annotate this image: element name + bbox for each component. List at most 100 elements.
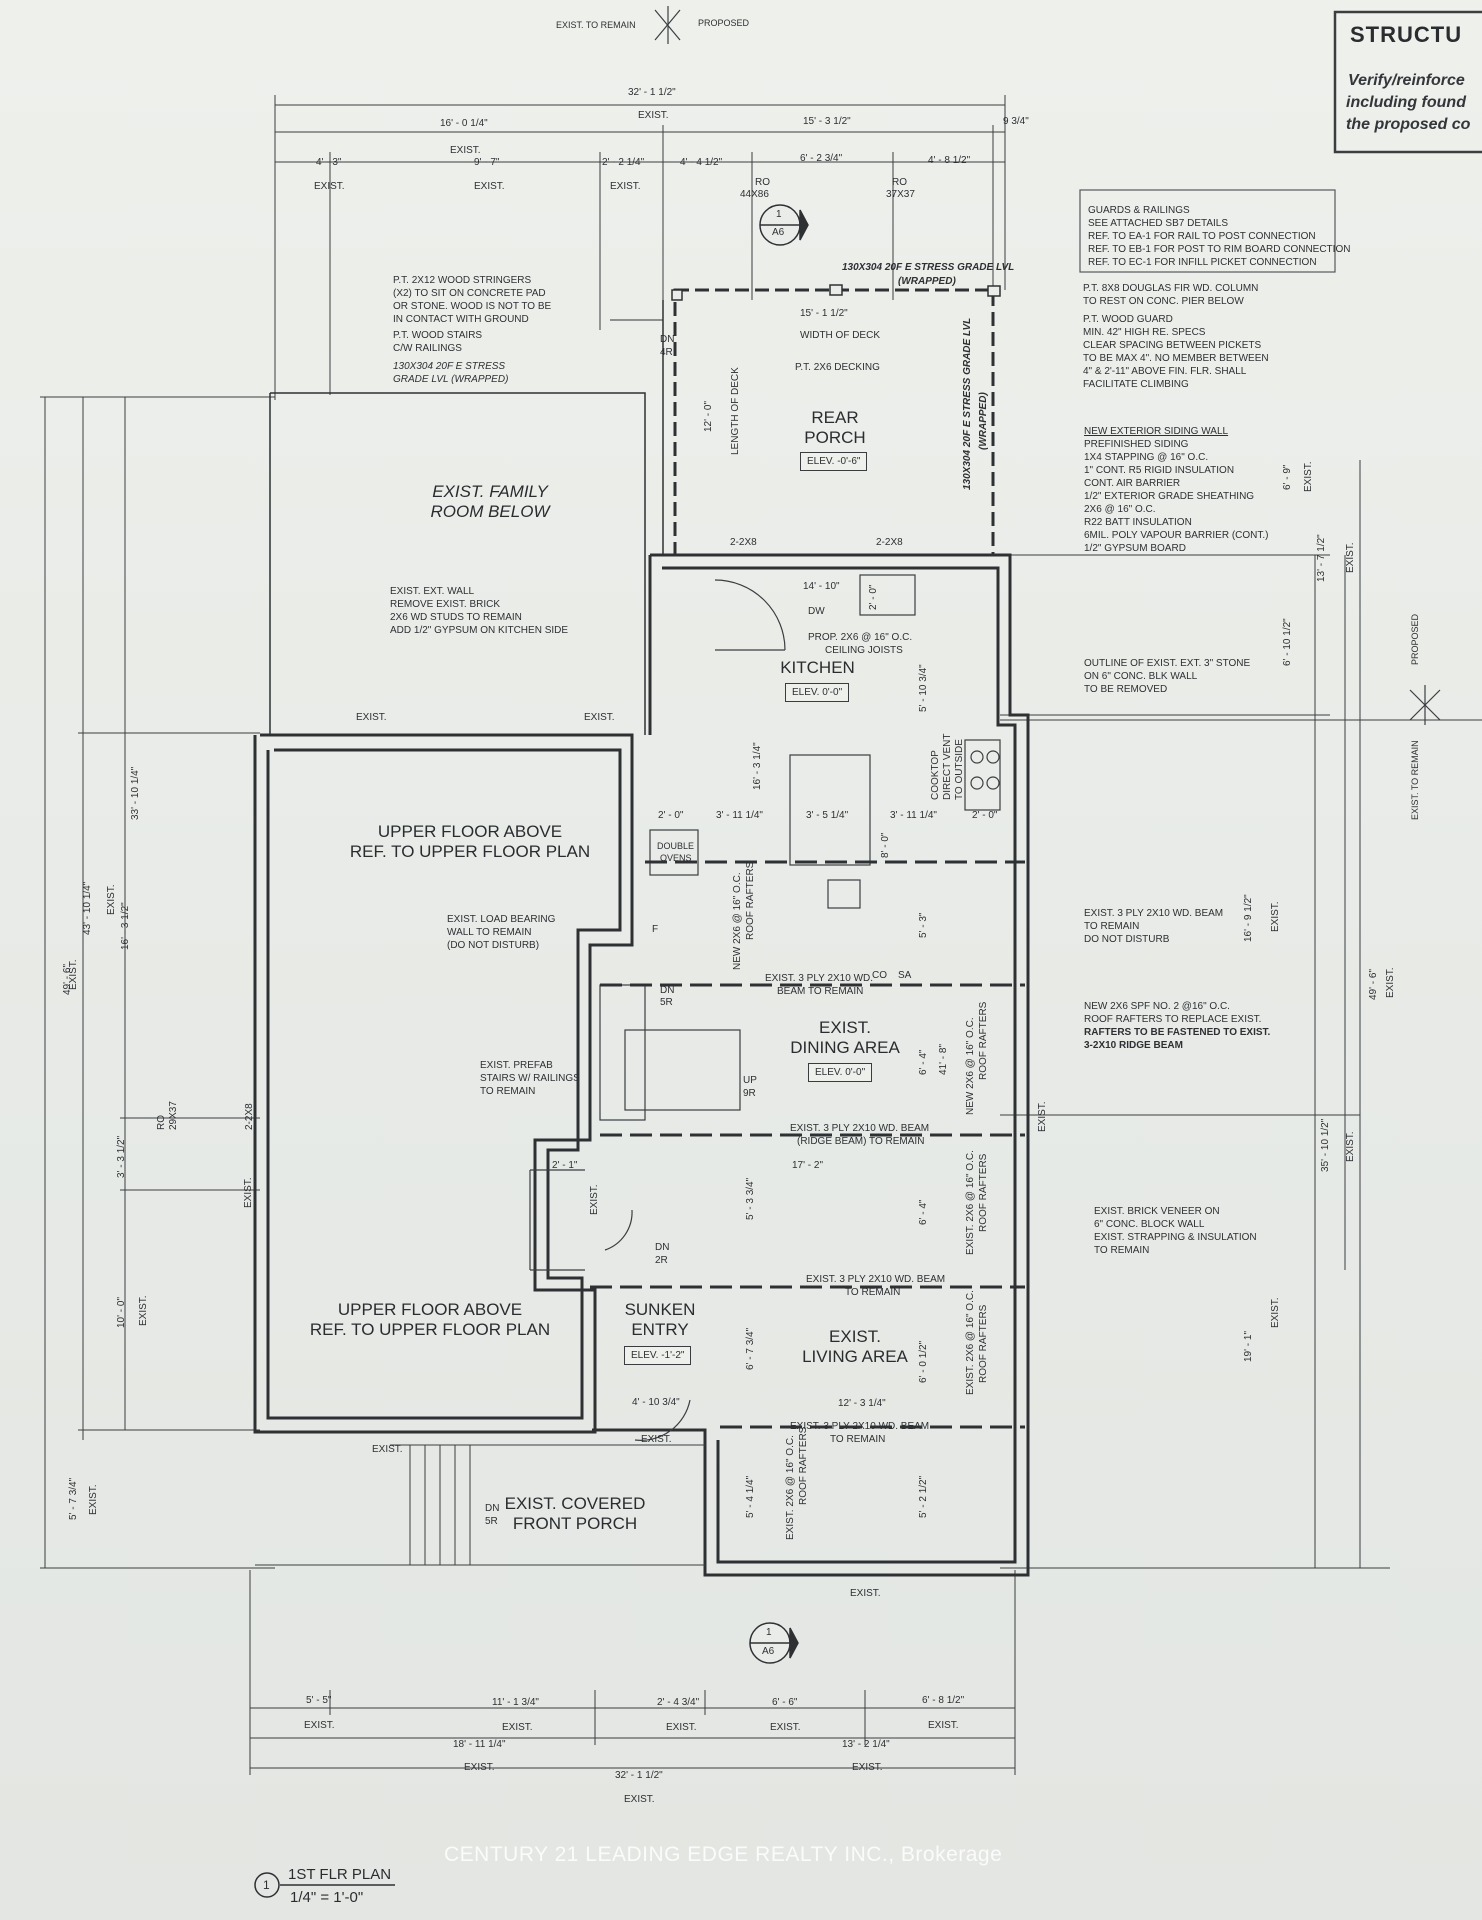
header-2x8-1: 2-2X8 xyxy=(730,537,757,548)
guard-note-2: MIN. 42" HIGH RE. SPECS xyxy=(1083,327,1206,338)
structural-stamp-line2: including found xyxy=(1346,94,1466,111)
dn-5r-count: 5R xyxy=(660,997,673,1008)
ridge-l2: (RIDGE BEAM) TO REMAIN xyxy=(797,1136,925,1147)
dim-bottom-5: 6' - 8 1/2" xyxy=(922,1695,965,1706)
dim-bottom-2: 11' - 1 3/4" xyxy=(492,1697,539,1708)
prefab-l2: STAIRS W/ RAILINGS xyxy=(480,1073,580,1084)
fridge-label: F xyxy=(652,924,659,935)
dim-right-35-10: 35' - 10 1/2" xyxy=(1320,1118,1331,1172)
guards-note-title: GUARDS & RAILINGS xyxy=(1088,205,1190,216)
siding-l6: 2X6 @ 16" O.C. xyxy=(1084,504,1156,515)
section-bottom-ref: A6 xyxy=(762,1646,775,1657)
joists-l1: PROP. 2X6 @ 16" O.C. xyxy=(808,632,913,643)
room-dining: EXIST. xyxy=(819,1018,871,1037)
dim-bottom-half-right-exist: EXIST. xyxy=(852,1762,883,1773)
siding-l1: PREFINISHED SIDING xyxy=(1084,439,1189,450)
ro-2-size: 37X37 xyxy=(886,189,915,200)
deck-width-label: WIDTH OF DECK xyxy=(800,330,880,341)
dim-left-10-0-exist: EXIST. xyxy=(138,1295,149,1326)
ro-left: RO xyxy=(156,1115,167,1130)
dim-d3: 2' - 2 1/4" xyxy=(602,157,645,168)
dim-bottom-4-exist: EXIST. xyxy=(770,1722,801,1733)
stringers-note-2: (X2) TO SIT ON CONCRETE PAD xyxy=(393,288,546,299)
dim-4-10-3-4: 4' - 10 3/4" xyxy=(632,1397,680,1408)
stairs-note-1: P.T. WOOD STAIRS xyxy=(393,330,483,341)
lvl-top: 130X304 20f E STRESS GRADE LVL xyxy=(842,262,1015,273)
dim-right-13-7-exist: EXIST. xyxy=(1345,542,1356,573)
loadwall-l1: EXIST. LOAD BEARING xyxy=(447,914,556,925)
extwall-l1: EXIST. EXT. WALL xyxy=(390,586,475,597)
dim-5-3-3-4: 5' - 3 3/4" xyxy=(745,1177,756,1220)
dim-6-4: 6' - 4" xyxy=(918,1049,929,1075)
lvl-left-1: 130X304 20f E STRESS xyxy=(393,361,506,372)
dim-bottom-3: 2' - 4 3/4" xyxy=(657,1697,700,1708)
dim-right-6-9: 6' - 9" xyxy=(1282,464,1293,490)
dim-8-0: 8' - 0" xyxy=(880,832,891,858)
up-9r-count: 9R xyxy=(743,1088,756,1099)
lvl-left-2: GRADE LVL (WRAPPED) xyxy=(393,374,509,385)
dim-k1: 2' - 0" xyxy=(658,810,684,821)
siding-l3: 1" CONT. R5 RIGID INSULATION xyxy=(1084,465,1235,476)
dim-overall-top: 32' - 1 1/2" xyxy=(628,87,676,98)
dim-bottom-overall: 32' - 1 1/2" xyxy=(615,1770,663,1781)
dim-d6: 4' - 8 1/2" xyxy=(928,155,971,166)
room-sunken-entry-2: ENTRY xyxy=(631,1320,689,1339)
dn-5r-porch-count: 5R xyxy=(485,1516,498,1527)
siding-l5: 1/2" EXTERIOR GRADE SHEATHING xyxy=(1084,491,1255,502)
dn-2r: DN xyxy=(655,1242,670,1253)
lvl-right-2: (WRAPPED) xyxy=(978,392,989,450)
dim-6-0-1-2: 6' - 0 1/2" xyxy=(918,1340,929,1383)
right-exist-to-remain: EXIST. TO REMAIN xyxy=(1410,740,1420,820)
siding-l8: 6mil. POLY VAPOUR BARRIER (CONT.) xyxy=(1084,530,1269,541)
stone-l2: ON 6" CONC. BLK WALL xyxy=(1084,671,1198,682)
guard-note-5: 4" & 2'-11" ABOVE FIN. FLR. SHALL xyxy=(1083,366,1247,377)
dim-left-43-10-exist: EXIST. xyxy=(106,884,117,915)
dim-k5: 2' - 0" xyxy=(972,810,998,821)
dim-d4: 4' - 4 1/2" xyxy=(680,157,723,168)
siding-l4: CONT. AIR BARRIER xyxy=(1084,478,1181,489)
cooktop-l3: TO OUTSIDE xyxy=(954,739,965,800)
dim-left-16-3: 16' - 3 1/2" xyxy=(120,902,131,950)
dim-2-0: 2' - 0" xyxy=(868,584,879,610)
dim-d1-exist: EXIST. xyxy=(314,181,345,192)
exist-wall-6: EXIST. xyxy=(243,1177,254,1208)
rear-porch-elev: ELEV. -0'-6" xyxy=(800,452,868,471)
room-upper-floor-2b: REF. TO UPPER FLOOR PLAN xyxy=(309,1320,551,1339)
dim-right-half: 15' - 3 1/2" xyxy=(803,116,851,127)
dim-bottom-1: 5' - 5" xyxy=(306,1695,332,1706)
exist-wall-2: EXIST. xyxy=(584,712,615,723)
dim-right-6-10: 6' - 10 1/2" xyxy=(1282,618,1293,666)
guard-note-3: CLEAR SPACING BETWEEN PICKETS xyxy=(1083,340,1262,351)
room-sunken-entry: SUNKEN xyxy=(624,1300,696,1319)
dim-right-13-7: 13' - 7 1/2" xyxy=(1316,534,1327,582)
veneer-l4: TO REMAIN xyxy=(1094,1245,1150,1256)
extwall-l2: REMOVE EXIST. BRICK xyxy=(390,599,501,610)
dim-overall-top-exist: EXIST. xyxy=(638,110,669,121)
loadwall-l2: WALL TO REMAIN xyxy=(447,927,532,938)
header-2x8-2: 2-2X8 xyxy=(876,537,903,548)
room-living-2: LIVING AREA xyxy=(802,1347,908,1366)
ro-2: RO xyxy=(892,177,907,188)
dim-d1: 4' - 3" xyxy=(316,157,342,168)
double-ovens-2: OVENS xyxy=(660,853,692,863)
dim-bottom-half-left-exist: EXIST. xyxy=(464,1762,495,1773)
dim-right-19-1: 19' - 1" xyxy=(1243,1330,1254,1362)
ridge-l1: EXIST. 3 PLY 2X10 WD. BEAM xyxy=(790,1123,930,1134)
guards-note-l5: REF. TO EC-1 FOR INFILL PICKET CONNECTIO… xyxy=(1088,257,1317,268)
dim-bottom-half-right: 13' - 2 1/4" xyxy=(842,1739,890,1750)
dim-d2-exist: EXIST. xyxy=(474,181,505,192)
dim-left-33-10: 33' - 10 1/4" xyxy=(130,766,141,820)
prefab-l1: EXIST. PREFAB xyxy=(480,1060,553,1071)
column-note: P.T. 8X8 DOUGLAS FIR WD. COLUMN xyxy=(1083,283,1259,294)
dim-right-49-6: 49' - 6" xyxy=(1368,968,1379,1000)
dim-6-4-b: 6' - 4" xyxy=(918,1199,929,1225)
dim-6-7-3-4: 6' - 7 3/4" xyxy=(745,1327,756,1370)
beam-living-l2: TO REMAIN xyxy=(845,1287,901,1298)
spf-l2: ROOF RAFTERS TO REPLACE EXIST. xyxy=(1084,1014,1262,1025)
rafters-new-l1: NEW 2X6 @ 16" O.C. xyxy=(732,872,743,970)
guards-note-l3: REF. TO EA-1 FOR RAIL TO POST CONNECTION xyxy=(1088,231,1316,242)
rafters-dining-l2: ROOF RAFTERS xyxy=(978,1001,989,1080)
dim-left-half: 16' - 0 1/4" xyxy=(440,118,488,129)
dim-left-10-0: 10' - 0" xyxy=(116,1296,127,1328)
